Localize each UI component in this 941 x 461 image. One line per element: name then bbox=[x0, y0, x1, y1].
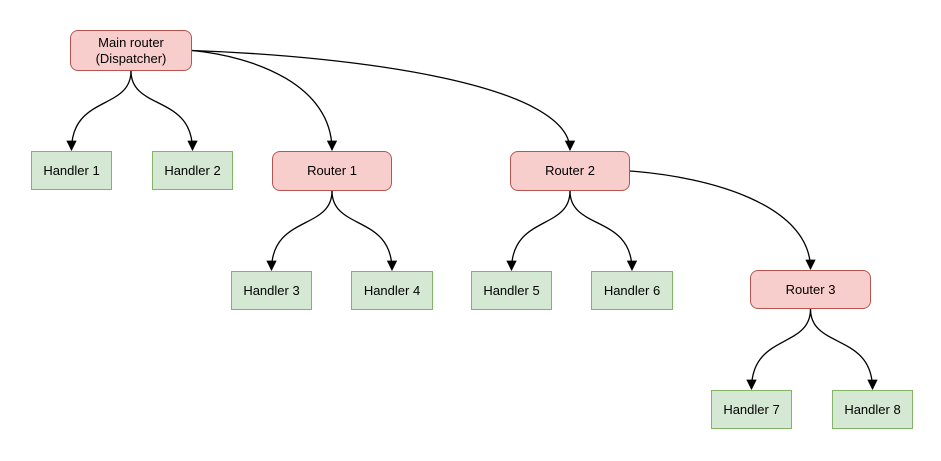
node-handler-4-label: Handler 4 bbox=[363, 282, 421, 298]
edge-r1-to-h3 bbox=[266, 190, 333, 272]
edge-r2-to-h5 bbox=[506, 190, 571, 272]
node-router-3-label: Router 3 bbox=[785, 281, 836, 297]
node-handler-6-label: Handler 6 bbox=[603, 282, 661, 298]
node-router-2-label: Router 2 bbox=[545, 163, 595, 178]
edge-main-to-h1 bbox=[66, 70, 132, 152]
node-handler-6: Handler 6 bbox=[591, 271, 673, 310]
node-router-1: Router 1 bbox=[272, 151, 392, 191]
edge-main-to-h2 bbox=[130, 70, 198, 152]
node-handler-5-label: Handler 5 bbox=[483, 282, 540, 298]
node-handler-1: Handler 1 bbox=[31, 151, 112, 190]
edge-r2-to-r3 bbox=[629, 170, 816, 271]
node-handler-7: Handler 7 bbox=[711, 390, 792, 429]
node-handler-3-label: Handler 3 bbox=[243, 282, 300, 298]
edge-r1-to-h4 bbox=[331, 190, 398, 272]
edge-main-to-r2 bbox=[191, 49, 576, 152]
node-handler-1-label: Handler 1 bbox=[43, 162, 100, 178]
node-handler-4: Handler 4 bbox=[351, 271, 433, 310]
node-router-1-label: Router 1 bbox=[307, 163, 357, 178]
node-handler-3: Handler 3 bbox=[231, 271, 312, 310]
node-handler-8: Handler 8 bbox=[832, 390, 913, 429]
node-router-3: Router 3 bbox=[750, 270, 871, 309]
node-handler-7-label: Handler 7 bbox=[723, 401, 780, 417]
edge-r3-to-h8 bbox=[809, 308, 878, 391]
node-handler-8-label: Handler 8 bbox=[844, 401, 901, 417]
node-main-router-label: Main router (Dispatcher) bbox=[95, 34, 167, 66]
edge-r2-to-h6 bbox=[569, 190, 638, 272]
node-handler-2-label: Handler 2 bbox=[164, 162, 221, 178]
node-main-router: Main router (Dispatcher) bbox=[70, 30, 192, 71]
node-handler-5: Handler 5 bbox=[471, 271, 552, 310]
edge-main-to-r1 bbox=[191, 49, 338, 152]
node-router-2: Router 2 bbox=[510, 151, 630, 191]
node-handler-2: Handler 2 bbox=[152, 151, 233, 190]
edge-r3-to-h7 bbox=[746, 308, 812, 391]
